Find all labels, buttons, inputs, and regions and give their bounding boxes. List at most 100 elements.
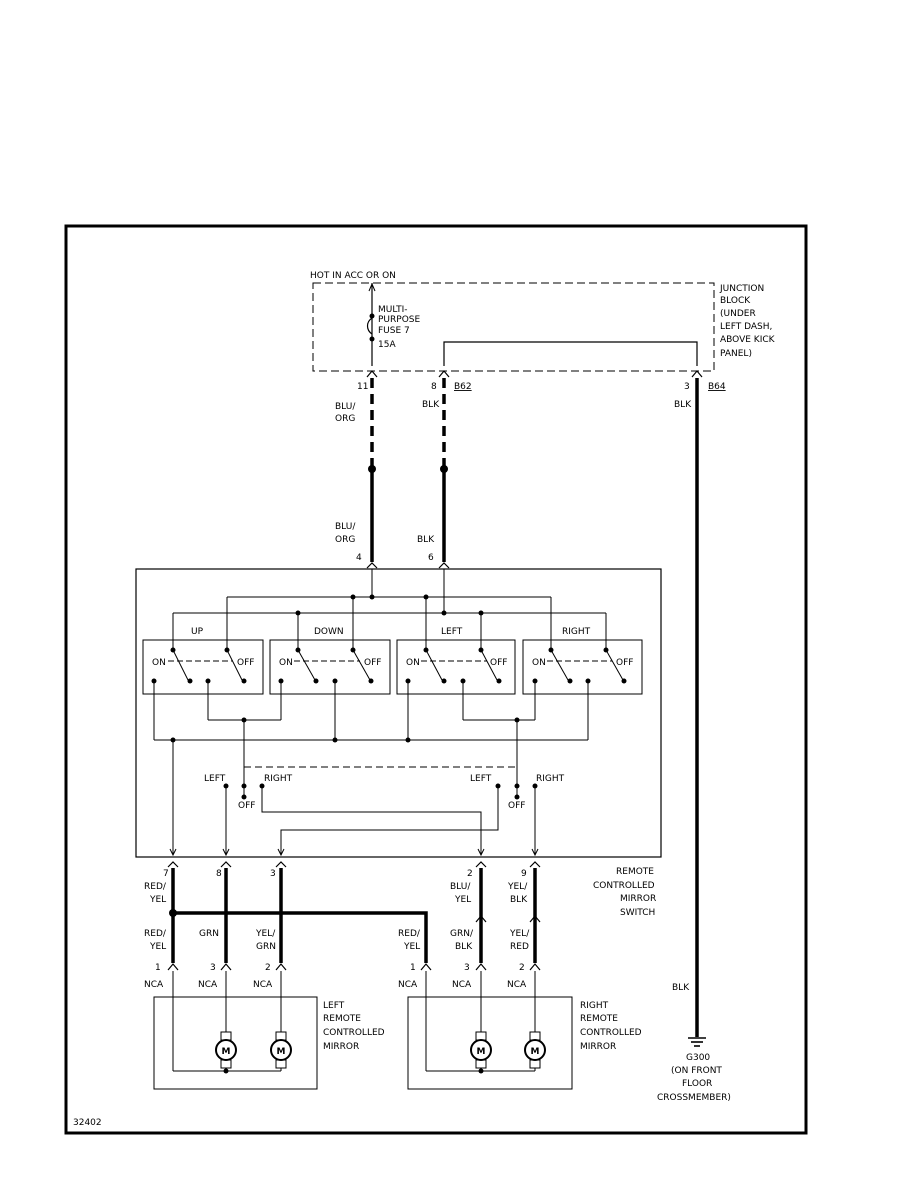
wire-label: YEL/ — [255, 929, 276, 939]
switch-section-left: LEFT ON OFF — [396, 627, 516, 695]
pin-3: 3 — [684, 382, 690, 392]
pin-6: 6 — [428, 553, 434, 563]
ground-location-3: CROSSMEMBER) — [657, 1093, 731, 1103]
off-label: OFF — [364, 658, 381, 668]
fuse-label-4: 15A — [378, 340, 396, 350]
wire-label: BLK — [422, 400, 440, 410]
wire-label: BLK — [455, 942, 473, 952]
wire-label: YEL/ — [507, 882, 528, 892]
motor-label: M — [222, 1047, 231, 1057]
hot-label: HOT IN ACC OR ON — [310, 271, 396, 281]
selector-right-label: RIGHT — [264, 774, 293, 784]
left-mirror-name-3: CONTROLLED — [323, 1028, 385, 1038]
wire-label: RED — [510, 942, 529, 952]
pin-label: 3 — [210, 963, 216, 973]
fuse-label-1: MULTI- — [378, 305, 408, 315]
wire-label: BLK — [674, 400, 692, 410]
nca-label: NCA — [198, 980, 218, 990]
junction-block-outline — [312, 282, 715, 372]
right-mirror: M M RIGHT REMOTE CONTROLLED MIRROR — [407, 971, 642, 1090]
wire-label: BLU/ — [335, 402, 356, 412]
wire-label: YEL — [149, 942, 166, 952]
motor-icon — [215, 1039, 237, 1061]
pin-8: 8 — [431, 382, 437, 392]
ground-location-2: FLOOR — [682, 1079, 712, 1089]
fuse-symbol — [366, 317, 373, 335]
pin-label: 8 — [216, 869, 222, 879]
switch-outline — [135, 568, 662, 858]
right-mirror-name-4: MIRROR — [580, 1042, 616, 1052]
motor-label: M — [277, 1047, 286, 1057]
junction-block-name-1: JUNCTION — [719, 284, 764, 294]
switch-section-down: DOWN ON OFF — [269, 627, 391, 695]
wire-label: RED/ — [144, 929, 167, 939]
connector-mark — [691, 370, 703, 378]
ground-icon — [688, 1037, 706, 1047]
pin-label: 2 — [265, 963, 271, 973]
wire-label: YEL — [149, 895, 166, 905]
switch-label-down: DOWN — [314, 627, 344, 637]
switch-name-2: CONTROLLED — [593, 881, 655, 891]
right-mirror-name-3: CONTROLLED — [580, 1028, 642, 1038]
motor-icon — [524, 1039, 546, 1061]
mirror-switch: UP ON OFF DOWN ON OFF LEFT ON OFF — [135, 568, 662, 918]
mirror-selector: LEFT RIGHT LEFT RIGHT OFF OFF — [204, 766, 565, 855]
nca-label: NCA — [398, 980, 418, 990]
wire-label: BLK — [510, 895, 528, 905]
wire-label: RED/ — [398, 929, 421, 939]
pin-label: 2 — [467, 869, 473, 879]
connector-mark — [438, 370, 450, 378]
switch-name-3: MIRROR — [620, 894, 656, 904]
wire-label: ORG — [335, 414, 355, 424]
junction-block-name-6: PANEL) — [720, 349, 752, 359]
left-mirror: M M LEFT REMOTE CONTROLLED MIRROR — [153, 971, 385, 1090]
on-label: ON — [152, 658, 166, 668]
diagram-frame — [64, 224, 808, 1135]
left-mirror-name-1: LEFT — [323, 1001, 345, 1011]
switch-label-right: RIGHT — [562, 627, 591, 637]
wire-label: RED/ — [144, 882, 167, 892]
ground-g300: BLK G300 (ON FRONT FLOOR CROSSMEMBER) — [657, 983, 731, 1103]
wire-label: GRN — [199, 929, 219, 939]
pin-label: 7 — [163, 869, 169, 879]
fuse-terminal — [369, 313, 375, 319]
motor-label: M — [531, 1047, 540, 1057]
wire-label: YEL — [454, 895, 471, 905]
connector-mark — [366, 370, 378, 378]
pin-4: 4 — [356, 553, 362, 563]
switch-label-left: LEFT — [441, 627, 463, 637]
junction-block-name-3: (UNDER — [720, 309, 756, 319]
pin-label: 2 — [519, 963, 525, 973]
pin-label: 1 — [155, 963, 161, 973]
splice — [169, 909, 177, 917]
junction-block-name-5: ABOVE KICK — [720, 335, 776, 345]
ground-name: G300 — [686, 1053, 710, 1063]
ground-location-1: (ON FRONT — [671, 1066, 722, 1076]
nca-label: NCA — [253, 980, 273, 990]
connector-b62: B62 — [454, 382, 472, 392]
right-mirror-name-2: REMOTE — [580, 1014, 618, 1024]
wire-label: GRN/ — [450, 929, 474, 939]
pin-label: 3 — [464, 963, 470, 973]
motor-icon — [270, 1039, 292, 1061]
switch-label-up: UP — [191, 627, 204, 637]
figure-id: 32402 — [73, 1118, 102, 1128]
wire-label: BLU/ — [335, 522, 356, 532]
fuse-label-3: FUSE 7 — [378, 326, 410, 336]
motor-icon — [470, 1039, 492, 1061]
junction-block-name-2: BLOCK — [720, 296, 751, 306]
wire-label: BLK — [417, 535, 435, 545]
connector-b64: B64 — [708, 382, 726, 392]
off-label: OFF — [237, 658, 254, 668]
junction-block: HOT IN ACC OR ON MULTI- PURPOSE FUSE 7 1… — [310, 271, 776, 392]
wire-label: BLU/ — [450, 882, 471, 892]
selector-off-label: OFF — [238, 801, 255, 811]
left-mirror-name-2: REMOTE — [323, 1014, 361, 1024]
fuse-label-2: PURPOSE — [378, 315, 420, 325]
wire-label: ORG — [335, 535, 355, 545]
off-label: OFF — [490, 658, 507, 668]
lower-harness: 7 8 3 2 9 RED/ YEL BLU/ YEL YEL/ BLK RED… — [144, 861, 541, 990]
on-label: ON — [279, 658, 293, 668]
nca-label: NCA — [144, 980, 164, 990]
